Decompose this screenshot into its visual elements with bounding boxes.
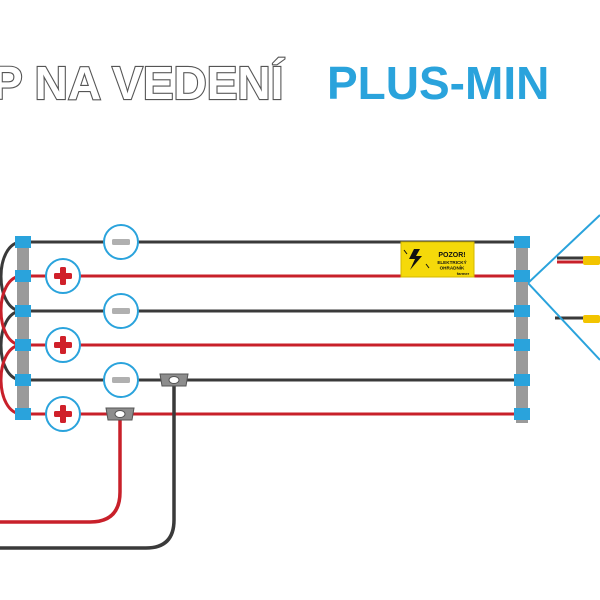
title-accent-part: PLUS-MIN bbox=[327, 57, 549, 109]
plus-circle-icon bbox=[45, 396, 81, 432]
warning-heading: POZOR! bbox=[438, 252, 465, 259]
positive-feed-cable bbox=[0, 414, 122, 524]
right-post bbox=[514, 236, 530, 423]
warning-line-1: ELEKTRICKÝ bbox=[437, 259, 466, 265]
minus-circle-icon bbox=[103, 293, 139, 329]
positive-loop-1 bbox=[0, 274, 23, 347]
gate-outline bbox=[526, 214, 600, 361]
connector-clamp-icon bbox=[159, 373, 189, 387]
warning-lightning-icon bbox=[403, 249, 430, 270]
warning-sign: POZOR! ELEKTRICKÝ OHRADNÍK farmer bbox=[400, 241, 475, 278]
connector-clamp-icon bbox=[105, 407, 135, 421]
wires bbox=[0, 214, 600, 550]
negative-feed-cable bbox=[0, 380, 176, 550]
minus-circle-icon bbox=[103, 224, 139, 260]
gate-handle-yellow-top bbox=[583, 256, 600, 265]
plus-circle-icon bbox=[45, 258, 81, 294]
title: P NA VEDENÍ PLUS-MIN bbox=[0, 56, 549, 110]
warning-line-2: OHRADNÍK bbox=[440, 264, 465, 271]
title-outline-part: P NA VEDENÍ bbox=[0, 57, 285, 109]
warning-brand: farmer bbox=[457, 271, 470, 276]
negative-loop-2 bbox=[0, 309, 23, 382]
minus-circle-icon bbox=[103, 362, 139, 398]
left-post bbox=[15, 236, 31, 420]
gate-handle-yellow-bottom bbox=[583, 315, 600, 323]
positive-loop-2 bbox=[0, 343, 23, 416]
plus-circle-icon bbox=[45, 327, 81, 363]
negative-loop-1 bbox=[0, 240, 23, 313]
